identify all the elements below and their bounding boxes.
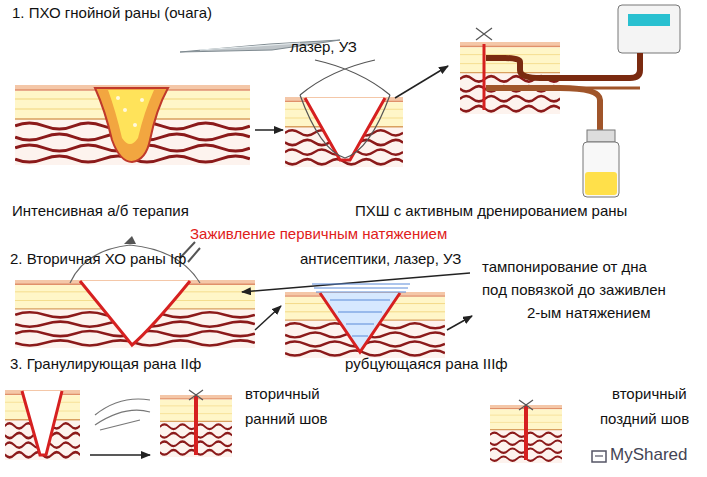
outcome-note: 2-ым натяжением bbox=[527, 304, 651, 322]
step-heading: 2. Вторичная ХО раны Iф bbox=[10, 250, 186, 268]
outcome-note: Заживление первичным натяжением bbox=[190, 225, 447, 243]
suture-type: поздний шов bbox=[600, 410, 689, 428]
suture-type: ранний шов bbox=[245, 410, 328, 428]
stage-heading: рубцующаяся рана IIIф bbox=[345, 355, 508, 373]
suture-type: вторичный bbox=[245, 385, 320, 403]
suture-type: вторичный bbox=[612, 385, 687, 403]
procedure-note: ПХШ с активным дренированием раны bbox=[355, 202, 627, 220]
procedure-note: под повязкой до заживлен bbox=[482, 281, 666, 299]
method-note: антисептики, лазер, УЗ bbox=[300, 250, 461, 268]
watermark: MyShared bbox=[610, 446, 687, 464]
therapy-note: Интенсивная а/б терапия bbox=[12, 202, 189, 220]
procedure-note: тампонирование от дна bbox=[482, 258, 647, 276]
step-heading: 3. Гранулирующая рана IIф bbox=[10, 355, 201, 373]
step-heading: 1. ПХО гнойной раны (очага) bbox=[12, 4, 212, 22]
method-note: лазер, УЗ bbox=[290, 38, 357, 56]
